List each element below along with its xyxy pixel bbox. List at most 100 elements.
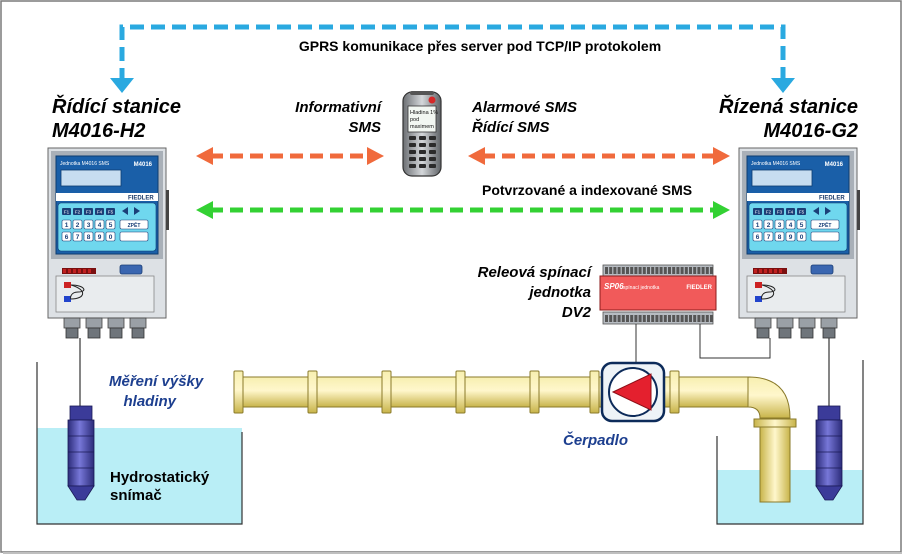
master-key-9[interactable] bbox=[94, 231, 105, 242]
relay-terminal-pin bbox=[676, 315, 680, 322]
slave-key-6[interactable] bbox=[752, 231, 763, 242]
relay-terminal-pin bbox=[697, 315, 701, 322]
slave-key-7[interactable] bbox=[763, 231, 774, 242]
slave-fkey-3[interactable] bbox=[775, 208, 784, 215]
slave-fkey-2[interactable] bbox=[764, 208, 773, 215]
slave-key-1[interactable] bbox=[752, 219, 763, 230]
relay-terminal-pin bbox=[617, 315, 621, 322]
relay-terminal-pin bbox=[659, 267, 663, 274]
slave-fkey-1[interactable] bbox=[753, 208, 762, 215]
master-fkey-1[interactable] bbox=[62, 208, 71, 215]
relay-terminal-pin bbox=[605, 315, 608, 322]
slave-key-label: 8 bbox=[778, 234, 782, 241]
slave-enter-key[interactable] bbox=[810, 219, 840, 230]
slave-terminal-cover bbox=[746, 275, 846, 313]
slave-key-label: 1 bbox=[756, 222, 760, 229]
slave-sign-key[interactable] bbox=[810, 231, 840, 242]
master-key-4[interactable] bbox=[94, 219, 105, 230]
slave-key-8[interactable] bbox=[774, 231, 785, 242]
alarm-sms-arrow bbox=[468, 147, 730, 165]
slave-key-4[interactable] bbox=[785, 219, 796, 230]
relay-terminal-pin bbox=[634, 315, 638, 322]
relay-terminal-pin bbox=[647, 267, 650, 274]
master-fkey-label: F3 bbox=[86, 210, 92, 215]
slave-fkey-label: F3 bbox=[777, 210, 783, 215]
relay-terminal-pin bbox=[672, 267, 676, 274]
relay-terminal-pin bbox=[626, 267, 629, 274]
master-fkey-label: F4 bbox=[97, 210, 103, 215]
relay-terminal-pin bbox=[689, 267, 692, 274]
slave-right-arrow-icon[interactable] bbox=[825, 207, 831, 215]
mobile-phone: Hladina 1% pod maximem bbox=[402, 91, 442, 177]
master-fkey-5[interactable] bbox=[106, 208, 115, 215]
master-sign-key[interactable] bbox=[119, 231, 149, 242]
master-key-label: 6 bbox=[65, 234, 69, 241]
alarm-sms-label: Alarmové SMS bbox=[471, 99, 577, 116]
relay-terminal-pin bbox=[613, 315, 617, 322]
relay-terminal-pin bbox=[680, 315, 684, 322]
master-key-8[interactable] bbox=[83, 231, 94, 242]
master-fkey-label: F1 bbox=[64, 210, 70, 215]
master-panel-model-badge: M4016 bbox=[134, 162, 153, 168]
slave-key-2[interactable] bbox=[763, 219, 774, 230]
master-key-5[interactable] bbox=[105, 219, 116, 230]
relay-terminal-pin bbox=[668, 267, 671, 274]
slave-key-9[interactable] bbox=[785, 231, 796, 242]
relay-terminal-pin bbox=[663, 267, 667, 274]
relay-terminal-pin bbox=[638, 267, 642, 274]
master-key-label: 3 bbox=[87, 222, 91, 229]
relay-terminal-pin bbox=[630, 315, 634, 322]
phone-screen-line2: pod bbox=[410, 117, 419, 123]
relay-terminal-pin bbox=[651, 267, 655, 274]
slave-key-5[interactable] bbox=[796, 219, 807, 230]
phone-screen bbox=[407, 105, 437, 133]
master-cable-glands bbox=[63, 317, 147, 339]
master-fkey-2[interactable] bbox=[73, 208, 82, 215]
slave-key-3[interactable] bbox=[774, 219, 785, 230]
master-left-arrow-icon[interactable] bbox=[122, 207, 128, 215]
slave-enter-label: ZPĚT bbox=[819, 221, 832, 229]
relay-terminal-pin bbox=[634, 267, 638, 274]
master-enter-label: ZPĚT bbox=[128, 221, 141, 229]
master-connector-icon bbox=[119, 264, 143, 275]
relay-badge: SP06 bbox=[604, 282, 624, 291]
gprs-label: GPRS komunikace přes server pod TCP/IP p… bbox=[299, 38, 661, 54]
slave-connector-icon bbox=[810, 264, 834, 275]
master-key-7[interactable] bbox=[72, 231, 83, 242]
master-key-2[interactable] bbox=[72, 219, 83, 230]
relay-terminal-pin bbox=[676, 267, 680, 274]
relay-terminal-pin bbox=[680, 267, 684, 274]
slave-left-arrow-icon[interactable] bbox=[813, 207, 819, 215]
master-enter-key[interactable] bbox=[119, 219, 149, 230]
slave-key-label: 3 bbox=[778, 222, 782, 229]
info-sms-arrow bbox=[196, 147, 384, 165]
master-fkey-4[interactable] bbox=[95, 208, 104, 215]
slave-fkey-label: F1 bbox=[755, 210, 761, 215]
slave-fkey-4[interactable] bbox=[786, 208, 795, 215]
master-right-arrow-icon[interactable] bbox=[134, 207, 140, 215]
relay-terminal-pin bbox=[693, 315, 697, 322]
slave-key-label: 9 bbox=[789, 234, 793, 241]
master-key-3[interactable] bbox=[83, 219, 94, 230]
slave-key-0[interactable] bbox=[796, 231, 807, 242]
relay-terminal-pin bbox=[701, 315, 705, 322]
relay-terminal-pin bbox=[617, 267, 621, 274]
slave-brand-label: FIEDLER bbox=[819, 196, 845, 202]
relay-terminal-pin bbox=[705, 267, 709, 274]
relay-terminal-pin bbox=[605, 267, 608, 274]
pump bbox=[600, 361, 666, 423]
phone-keypad bbox=[409, 136, 436, 168]
master-fkey-3[interactable] bbox=[84, 208, 93, 215]
master-key-1[interactable] bbox=[61, 219, 72, 230]
master-brand-strip bbox=[56, 193, 158, 201]
master-panel-header: Jednotka M4016 SMS bbox=[60, 161, 110, 167]
master-lcd-display bbox=[60, 169, 122, 187]
relay-terminal-pin bbox=[693, 267, 697, 274]
master-key-label: 7 bbox=[76, 234, 80, 241]
relay-terminal-pin bbox=[647, 315, 650, 322]
slave-fkey-5[interactable] bbox=[797, 208, 806, 215]
master-key-6[interactable] bbox=[61, 231, 72, 242]
master-key-0[interactable] bbox=[105, 231, 116, 242]
